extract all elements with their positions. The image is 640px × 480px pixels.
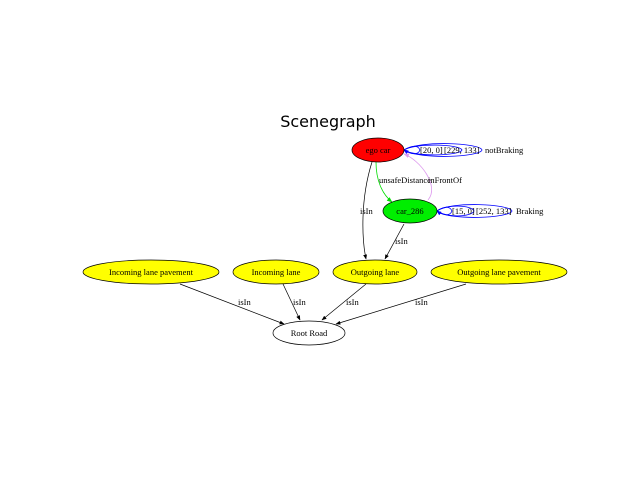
edge-label-ego-location: [20, 0]: [420, 145, 443, 155]
node-label-root-road: Root Road: [291, 328, 328, 338]
node-label-incoming-lane: Incoming lane: [252, 267, 301, 277]
edge-label-isin-2: isIn: [293, 297, 307, 307]
node-incoming-lane-pavement[interactable]: Incoming lane pavement: [82, 259, 220, 285]
node-car-286[interactable]: car_286: [382, 198, 438, 224]
diagram-title: Scenegraph: [280, 112, 376, 131]
edge-label-car-location: [15, 0]: [452, 206, 475, 216]
node-label-car-286: car_286: [396, 206, 423, 216]
node-label-incoming-lane-pavement: Incoming lane pavement: [109, 267, 194, 277]
edge-label-car-pixel: [252, 133]: [476, 206, 512, 216]
edge-label-unsafe-distance: unsafeDistance: [379, 175, 431, 185]
edge-label-ego-isin: isIn: [360, 206, 374, 216]
edge-incoming-pavement-isin: [179, 283, 285, 325]
edge-label-car-isin: isIn: [395, 236, 409, 246]
car-self-loops: [436, 204, 513, 218]
edge-label-isin-4: isIn: [415, 297, 429, 307]
edge-label-isin-1: isIn: [238, 297, 252, 307]
node-root-road[interactable]: Root Road: [272, 320, 346, 346]
edge-car-isin: [384, 223, 405, 260]
node-label-ego-car: ego car: [366, 145, 391, 155]
edge-label-car-braking: Braking: [516, 206, 544, 216]
node-label-outgoing-lane: Outgoing lane: [351, 267, 400, 277]
edge-incoming-lane-isin: [282, 283, 301, 321]
node-outgoing-lane-pavement[interactable]: Outgoing lane pavement: [430, 259, 568, 285]
edge-outgoing-lane-isin: [321, 283, 367, 321]
edge-outgoing-pavement-isin: [335, 283, 467, 325]
edge-label-isin-3: isIn: [346, 297, 360, 307]
edge-ego-isin: [362, 161, 373, 260]
node-incoming-lane[interactable]: Incoming lane: [232, 259, 320, 285]
node-outgoing-lane[interactable]: Outgoing lane: [332, 259, 418, 285]
edge-label-ego-braking: notBraking: [485, 145, 524, 155]
edge-unsafe-distance: [375, 161, 393, 203]
ego-self-loops: [403, 143, 483, 157]
node-ego-car[interactable]: ego car: [351, 137, 405, 163]
edge-in-front-of: [403, 153, 433, 201]
edge-label-ego-pixel: [229, 133]: [444, 145, 480, 155]
edge-label-in-front-of: inFrontOf: [428, 175, 462, 185]
node-label-outgoing-lane-pavement: Outgoing lane pavement: [457, 267, 541, 277]
